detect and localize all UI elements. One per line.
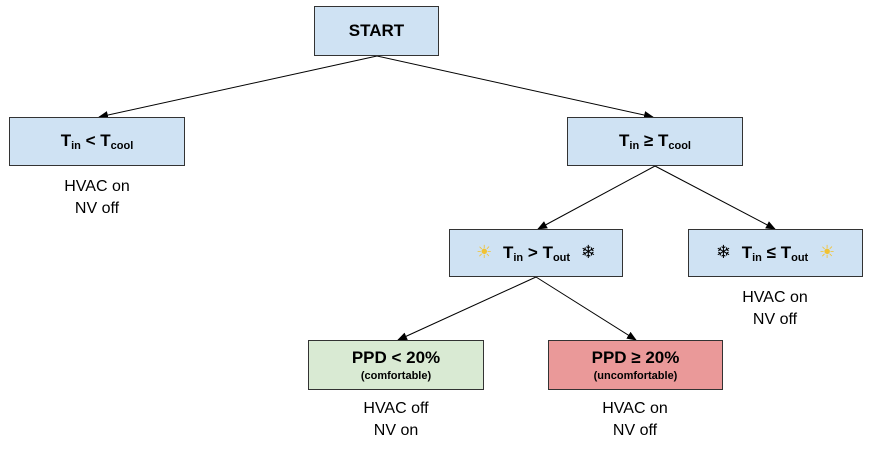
outcome-comfortable: HVAC off NV on — [316, 398, 476, 442]
sub-in: in — [629, 140, 640, 152]
operator: < — [85, 131, 96, 150]
sub-in: in — [71, 140, 81, 152]
var-t: T — [657, 131, 669, 150]
outcome-line-1: HVAC on — [602, 400, 668, 417]
condition-tin-gt-tout: ☀ Tin > Tout ❄ — [476, 242, 596, 264]
condition-tin-le-tout: ❄ Tin ≤ Tout ☀ — [716, 242, 835, 264]
outcome-line-1: HVAC on — [742, 289, 808, 306]
ppd-low-label: PPD < 20% — [351, 348, 441, 367]
outcome-line-2: NV on — [373, 422, 419, 439]
outcome-line-2: NV off — [74, 200, 120, 217]
sub-in: in — [513, 252, 524, 264]
condition-tin-ge-tcool: Tin ≥ Tcool — [619, 131, 691, 152]
var-t: T — [780, 243, 792, 262]
edge-start-to-tin-lt-tcool — [98, 55, 378, 119]
outcome-out-warmer: HVAC on NV off — [695, 287, 855, 331]
snowflake-icon: ❄ — [580, 242, 596, 262]
sub-cool: cool — [110, 140, 134, 152]
sub-out: out — [791, 252, 809, 264]
tin-lt-tcool-node: Tin < Tcool — [9, 117, 185, 166]
start-label: START — [348, 21, 405, 40]
var-t: T — [741, 243, 753, 262]
operator: ≤ — [766, 243, 776, 262]
edge-start-to-tin-ge-tcool — [376, 55, 654, 119]
var-t: T — [60, 131, 72, 150]
ppd-comfortable-node: PPD < 20% (comfortable) — [308, 340, 484, 390]
operator: > — [527, 243, 538, 262]
snowflake-icon: ❄ — [715, 242, 731, 262]
outcome-line-2: NV off — [752, 311, 798, 328]
ppd-high-note: (uncomfortable) — [593, 370, 678, 382]
sun-icon: ☀ — [818, 242, 836, 262]
outcome-line-1: HVAC on — [64, 178, 130, 195]
ppd-low-note: (comfortable) — [360, 370, 432, 382]
edge-tin-ge-tcool-to-tin-gt-tout — [537, 165, 656, 230]
outcome-line-1: HVAC off — [363, 400, 429, 417]
var-t: T — [619, 131, 630, 150]
edge-tin-ge-tcool-to-tin-le-tout — [654, 165, 776, 230]
edge-tin-gt-tout-to-ppd-high — [535, 276, 637, 341]
sub-cool: cool — [668, 140, 691, 152]
outcome-line-2: NV off — [612, 422, 658, 439]
tin-le-tout-node: ❄ Tin ≤ Tout ☀ — [688, 229, 863, 277]
start-node: START — [314, 6, 439, 56]
condition-tin-lt-tcool: Tin < Tcool — [61, 131, 134, 152]
ppd-uncomfortable-node: PPD ≥ 20% (uncomfortable) — [548, 340, 723, 390]
operator: ≥ — [643, 131, 654, 150]
outcome-uncomfortable: HVAC on NV off — [555, 398, 715, 442]
var-t: T — [100, 131, 111, 150]
sun-icon: ☀ — [476, 242, 493, 262]
ppd-high-label: PPD ≥ 20% — [591, 348, 680, 367]
sub-out: out — [552, 252, 571, 264]
tin-ge-tcool-node: Tin ≥ Tcool — [567, 117, 743, 166]
tin-gt-tout-node: ☀ Tin > Tout ❄ — [449, 229, 623, 277]
edge-tin-gt-tout-to-ppd-low — [397, 276, 537, 341]
outcome-cool-branch: HVAC on NV off — [17, 176, 177, 220]
var-t: T — [542, 243, 553, 262]
sub-in: in — [752, 252, 762, 264]
var-t: T — [502, 243, 514, 262]
